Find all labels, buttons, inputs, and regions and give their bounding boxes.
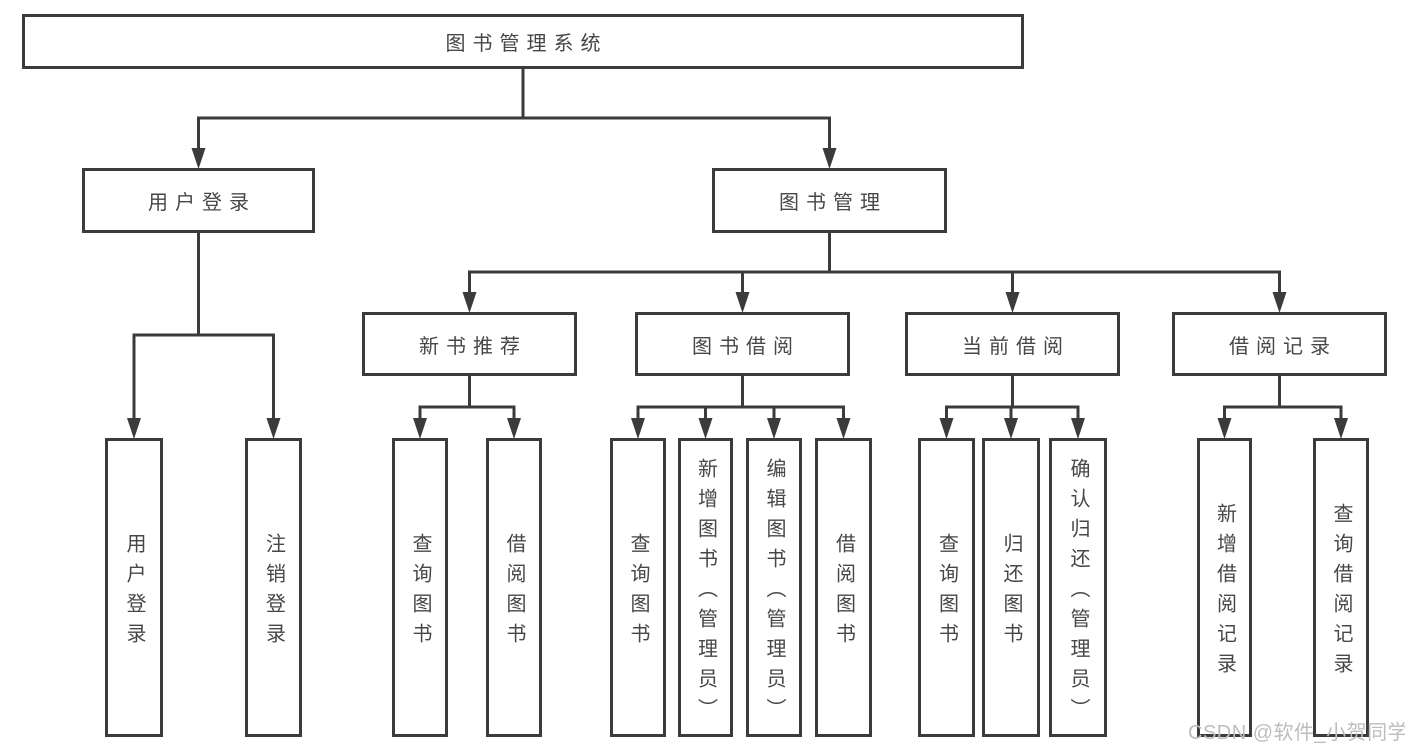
connector-path xyxy=(197,67,831,154)
node-label: 当前借阅 xyxy=(962,335,1070,358)
edge-book-mgmt xyxy=(462,231,1287,313)
edge-new-books xyxy=(413,374,521,439)
node-v-query-books-3: 查询图书 xyxy=(918,438,975,737)
node-label: 借阅图书 xyxy=(832,532,855,653)
node-v-edit-books: 编辑图书（管理员） xyxy=(746,438,802,737)
connector-path xyxy=(418,374,516,424)
node-label: 借阅图书 xyxy=(503,532,525,653)
arrowhead-down-icon xyxy=(266,418,281,439)
node-book-mgmt: 图书管理 xyxy=(712,168,947,233)
arrowhead-down-icon xyxy=(767,418,781,439)
connector-path xyxy=(636,374,845,424)
arrowhead-down-icon xyxy=(1272,292,1287,313)
connector-path xyxy=(468,231,1281,298)
arrowhead-down-icon xyxy=(822,148,837,169)
node-new-books: 新书推荐 xyxy=(362,312,577,376)
arrowhead-down-icon xyxy=(127,418,141,439)
node-label: 借阅记录 xyxy=(1229,335,1337,358)
arrowhead-down-icon xyxy=(191,148,206,169)
node-user-login: 用户登录 xyxy=(82,168,315,233)
node-v-add-books: 新增图书（管理员） xyxy=(678,438,733,737)
node-label: 归还图书 xyxy=(1000,532,1022,653)
node-current-borrow: 当前借阅 xyxy=(905,312,1120,376)
node-root: 图书管理系统 xyxy=(22,14,1024,69)
node-borrow-records: 借阅记录 xyxy=(1172,312,1387,376)
node-label: 新增借阅记录 xyxy=(1213,502,1236,683)
arrowhead-down-icon xyxy=(631,418,645,439)
edge-root xyxy=(191,67,837,169)
connector-path xyxy=(132,231,275,424)
arrowhead-down-icon xyxy=(1334,418,1348,439)
node-v-query-books-2: 查询图书 xyxy=(610,438,666,737)
node-label: 用户登录 xyxy=(148,192,256,214)
node-v-query-borrow-record: 查询借阅记录 xyxy=(1313,438,1369,737)
arrowhead-down-icon xyxy=(1004,418,1018,439)
arrowhead-down-icon xyxy=(413,418,427,439)
arrowhead-down-icon xyxy=(939,418,954,439)
node-v-logout: 注销登录 xyxy=(245,438,302,737)
node-label: 查询图书 xyxy=(409,532,431,653)
arrowhead-down-icon xyxy=(698,418,713,439)
arrowhead-down-icon xyxy=(1217,418,1232,439)
node-label: 图书管理系统 xyxy=(445,33,608,55)
arrowhead-down-icon xyxy=(1005,292,1020,313)
node-label: 查询图书 xyxy=(935,532,958,653)
arrowhead-down-icon xyxy=(1071,418,1085,439)
node-label: 新增图书（管理员） xyxy=(694,457,717,728)
node-label: 查询图书 xyxy=(627,532,649,653)
connector-path xyxy=(1223,374,1343,424)
watermark: CSDN @软件_小贺同学 xyxy=(1188,722,1405,744)
node-label: 图书借阅 xyxy=(692,335,800,358)
edge-current-borrow xyxy=(939,374,1085,439)
node-label: 注销登录 xyxy=(262,532,285,653)
node-v-return-books: 归还图书 xyxy=(982,438,1040,737)
edge-book-borrow xyxy=(631,374,851,439)
node-v-borrow-books-2: 借阅图书 xyxy=(815,438,872,737)
arrowhead-down-icon xyxy=(507,418,521,439)
node-label: 编辑图书（管理员） xyxy=(763,457,785,728)
node-book-borrow: 图书借阅 xyxy=(635,312,850,376)
connector-path xyxy=(945,374,1080,424)
node-v-user-login: 用户登录 xyxy=(105,438,163,737)
node-label: 新书推荐 xyxy=(419,335,527,358)
node-v-confirm-return: 确认归还（管理员） xyxy=(1049,438,1107,737)
arrowhead-down-icon xyxy=(462,292,477,313)
node-v-query-books-1: 查询图书 xyxy=(392,438,448,737)
node-v-borrow-books-1: 借阅图书 xyxy=(486,438,542,737)
node-v-add-borrow-record: 新增借阅记录 xyxy=(1197,438,1252,737)
node-label: 查询借阅记录 xyxy=(1330,502,1352,683)
edge-user-login xyxy=(127,231,281,439)
node-label: 用户登录 xyxy=(123,532,145,653)
edge-borrow-records xyxy=(1217,374,1348,439)
node-label: 图书管理 xyxy=(779,192,887,214)
node-label: 确认归还（管理员） xyxy=(1067,457,1089,728)
arrowhead-down-icon xyxy=(836,418,851,439)
arrowhead-down-icon xyxy=(735,292,750,313)
